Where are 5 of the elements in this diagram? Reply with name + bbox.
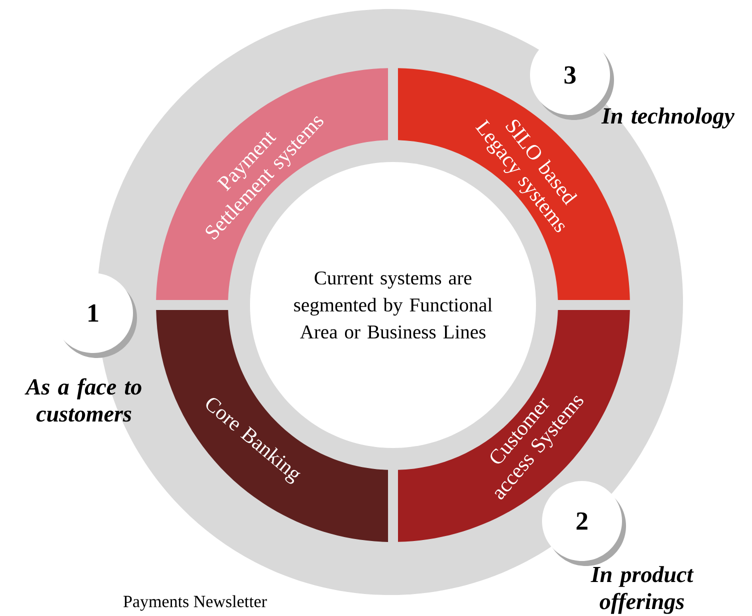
node-label: 1 bbox=[88, 304, 98, 322]
node-label: As a face to customers bbox=[24, 378, 142, 422]
node-label: 2 bbox=[576, 512, 588, 530]
node-label: In product offerings bbox=[590, 566, 694, 614]
source-note: Payments Newsletter bbox=[124, 595, 267, 611]
